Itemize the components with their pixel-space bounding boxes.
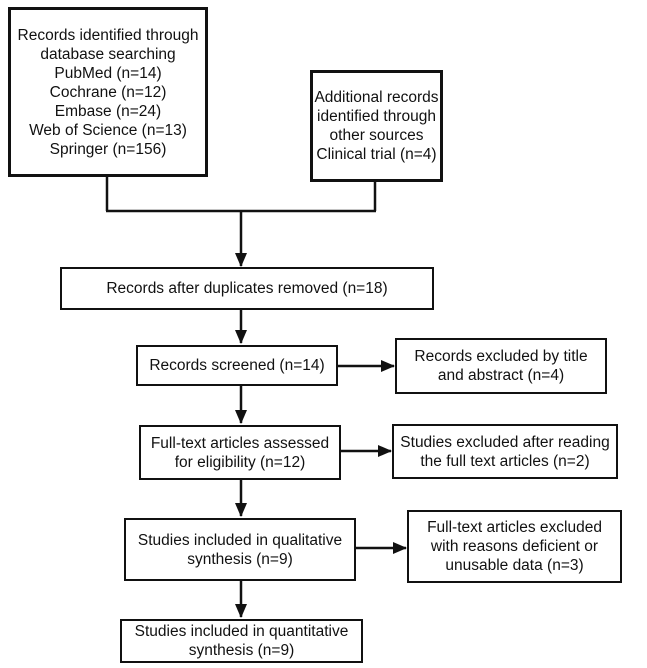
box-database-searching: Records identified through database sear… xyxy=(8,7,208,177)
box-line: Web of Science (n=13) xyxy=(29,121,187,139)
box-line: Full-text articles assessed xyxy=(150,434,330,452)
box-excluded-deficient: Full-text articles excluded with reasons… xyxy=(407,510,622,583)
box-line: Records after duplicates removed (n=18) xyxy=(106,280,388,297)
box-line: PubMed (n=14) xyxy=(54,64,162,82)
box-excluded-full-text: Studies excluded after reading the full … xyxy=(392,424,618,479)
box-line: Records excluded by title xyxy=(414,348,588,365)
box-other-sources: Additional records identified through ot… xyxy=(310,70,443,182)
box-excluded-title-abstract: Records excluded by title and abstract (… xyxy=(395,338,607,394)
box-line: identified through xyxy=(317,108,436,125)
box-line: the full text articles (n=2) xyxy=(420,452,590,470)
box-line: Records screened (n=14) xyxy=(149,357,325,374)
box-line: Springer (n=156) xyxy=(49,140,167,158)
box-line: synthesis (n=9) xyxy=(188,642,295,659)
box-line: Embase (n=24) xyxy=(54,102,162,120)
box-line: Additional records xyxy=(314,89,439,106)
box-records-screened: Records screened (n=14) xyxy=(136,345,338,386)
box-line: Studies included in quantitative xyxy=(134,623,349,640)
box-full-text-assessed: Full-text articles assessed for eligibil… xyxy=(139,425,341,480)
box-line: and abstract (n=4) xyxy=(437,367,565,384)
box-qualitative-synthesis: Studies included in qualitative synthesi… xyxy=(124,518,356,581)
box-line: with reasons deficient or xyxy=(430,538,599,555)
box-line: for eligibility (n=12) xyxy=(174,453,306,471)
box-duplicates-removed: Records after duplicates removed (n=18) xyxy=(60,267,434,310)
box-quantitative-synthesis: Studies included in quantitative synthes… xyxy=(120,619,363,663)
box-line: Records identified through xyxy=(17,26,199,44)
box-line: database searching xyxy=(40,45,176,63)
box-line: synthesis (n=9) xyxy=(187,550,293,568)
box-line: Cochrane (n=12) xyxy=(49,83,167,101)
box-line: unusable data (n=3) xyxy=(445,557,584,574)
box-line: Full-text articles excluded xyxy=(427,519,602,536)
box-line: Clinical trial (n=4) xyxy=(316,146,437,163)
box-line: Studies excluded after reading xyxy=(400,433,610,451)
box-line: other sources xyxy=(329,127,424,144)
box-line: Studies included in qualitative xyxy=(137,531,343,549)
